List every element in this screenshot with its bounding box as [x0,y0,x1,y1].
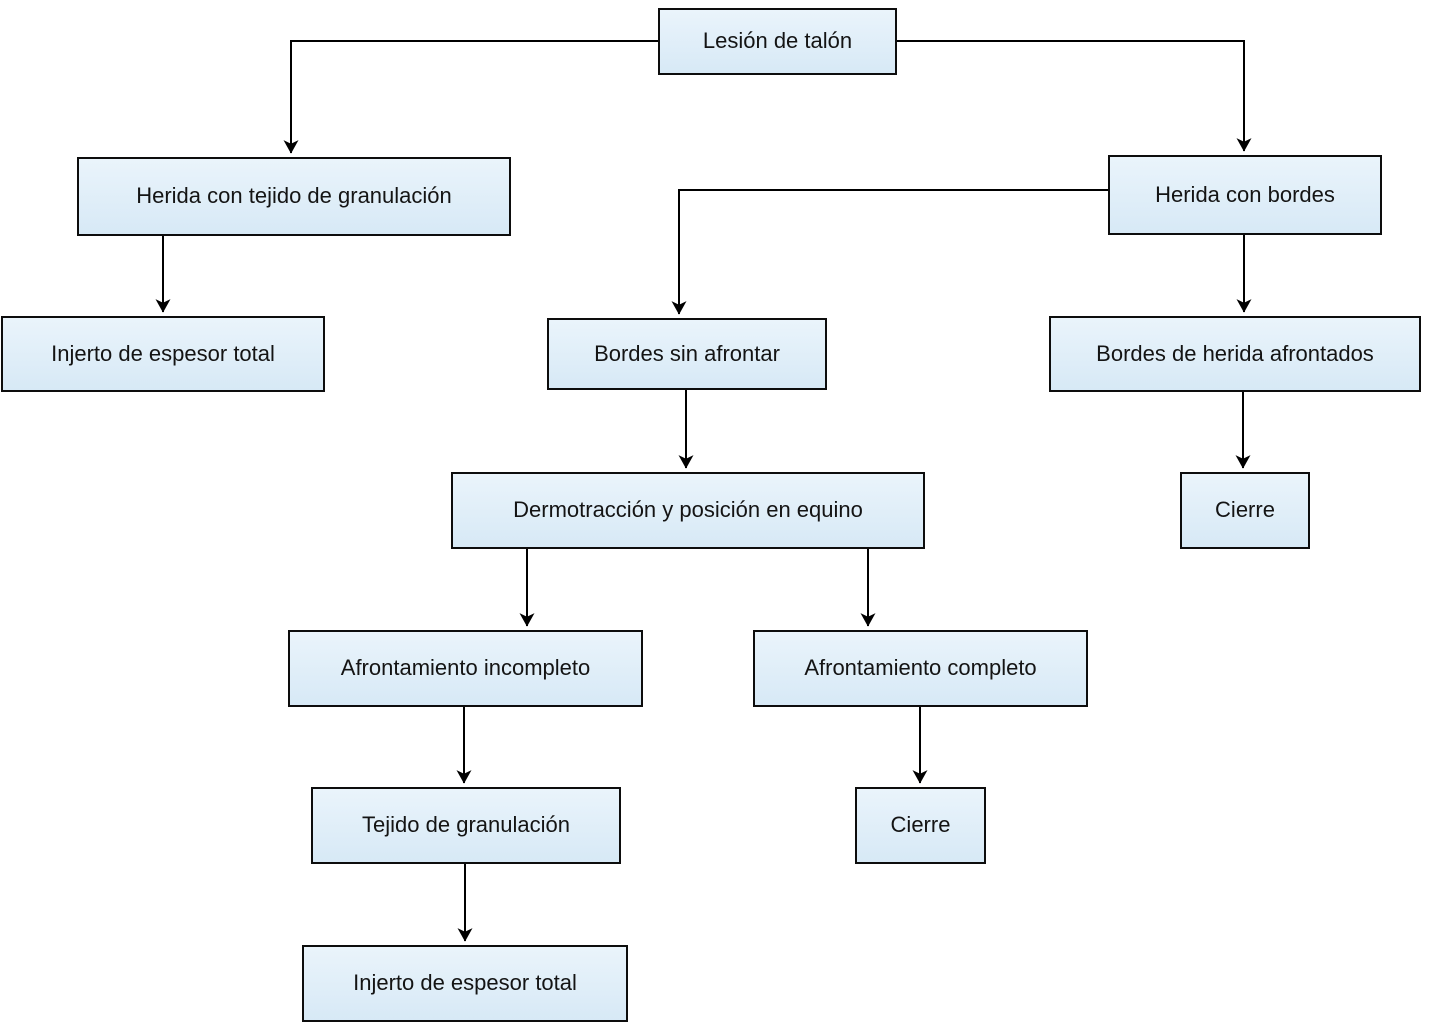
node-bordes-de-herida-afrontados: Bordes de herida afrontados [1049,316,1421,392]
node-afrontamiento-incompleto: Afrontamiento incompleto [288,630,643,707]
node-cierre-centro: Cierre [855,787,986,864]
edge-lesion-to-bordes [897,40,1252,152]
node-tejido-de-granulacion: Tejido de granulación [311,787,621,864]
node-lesion-de-talon: Lesión de talón [658,8,897,75]
node-cierre-derecha: Cierre [1180,472,1310,549]
node-herida-con-tejido-de-granulacion: Herida con tejido de granulación [77,157,511,236]
node-bordes-sin-afrontar: Bordes sin afrontar [547,318,827,390]
node-afrontamiento-completo: Afrontamiento completo [753,630,1088,707]
node-injerto-de-espesor-total-izquierda: Injerto de espesor total [1,316,325,392]
node-herida-con-bordes: Herida con bordes [1108,155,1382,235]
edge-bordes-to-sin-afrontar [671,189,1108,315]
node-dermotraccion-y-posicion-en-equino: Dermotracción y posición en equino [451,472,925,549]
edge-lesion-to-granulacion [283,40,658,154]
node-injerto-de-espesor-total-abajo: Injerto de espesor total [302,945,628,1022]
